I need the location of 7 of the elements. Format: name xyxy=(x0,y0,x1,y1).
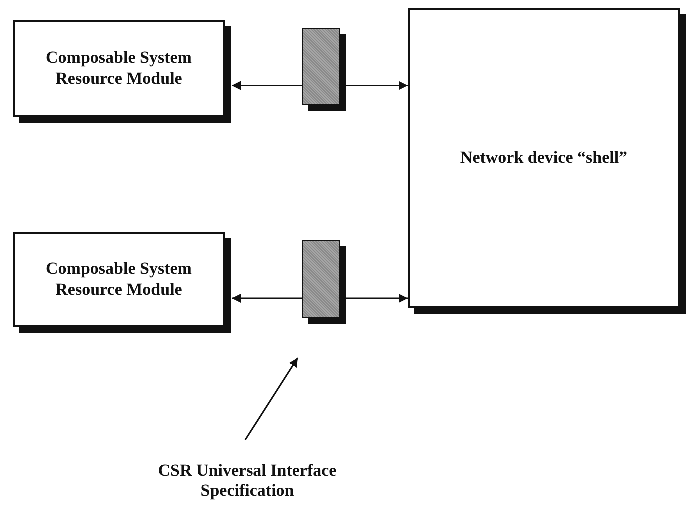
box-label: Network device “shell” xyxy=(460,148,628,168)
box-label: Composable System Resource Module xyxy=(45,48,193,89)
annotation-text: CSR Universal Interface Specification xyxy=(157,460,338,502)
arrow xyxy=(346,81,408,90)
box-label: Composable System Resource Module xyxy=(45,259,193,300)
arrow xyxy=(346,294,408,303)
leader-arrow xyxy=(244,358,299,440)
